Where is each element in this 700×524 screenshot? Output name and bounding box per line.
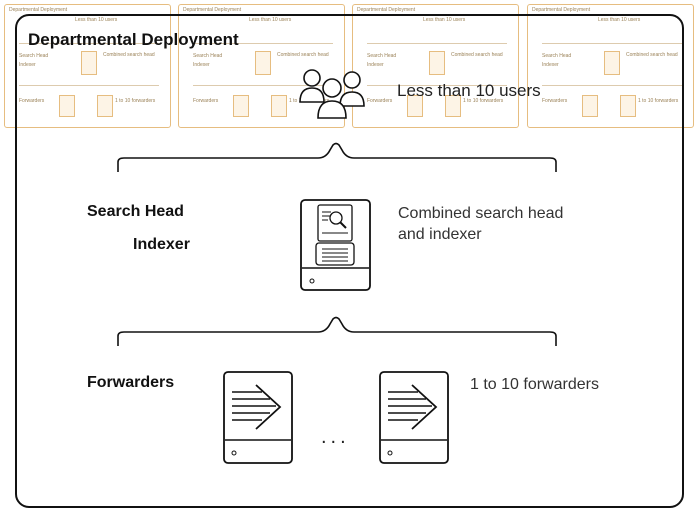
thumbnail-4: Departmental Deployment Less than 10 use…	[527, 4, 694, 128]
forwarders-label: Forwarders	[87, 374, 175, 391]
indexer-label: Indexer	[133, 236, 190, 253]
thumbnail-fwd-note: 1 to 10 forwarders	[115, 98, 156, 104]
diagram-title: Departmental Deployment	[28, 30, 239, 49]
thumbnail-3: Departmental Deployment Less than 10 use…	[352, 4, 519, 128]
diagram-frame	[15, 14, 684, 508]
search-head-brace	[117, 316, 557, 346]
forwarder-icon	[223, 371, 293, 464]
thumbnail-note: Combined search head	[103, 52, 155, 58]
forwarders-note: 1 to 10 forwarders	[470, 376, 599, 393]
users-icon	[299, 69, 365, 119]
search-head-note: Combined search head and indexer	[398, 203, 563, 245]
search-head-note-line2: and indexer	[398, 226, 482, 243]
thumbnail-1: Departmental Deployment Less than 10 use…	[4, 4, 171, 128]
users-label: Less than 10 users	[397, 81, 541, 100]
thumbnail-forwarders: Forwarders	[19, 98, 45, 104]
search-server-icon	[300, 199, 371, 291]
thumbnail-title: Departmental Deployment	[9, 7, 68, 13]
search-head-note-line1: Combined search head	[398, 205, 564, 222]
thumbnail-users: Less than 10 users	[75, 17, 118, 23]
users-brace	[117, 142, 557, 172]
search-head-label: Search Head	[87, 203, 184, 220]
thumbnail-2: Departmental Deployment Less than 10 use…	[178, 4, 345, 128]
forwarder-icon	[379, 371, 449, 464]
forwarders-ellipsis: ...	[321, 426, 350, 448]
